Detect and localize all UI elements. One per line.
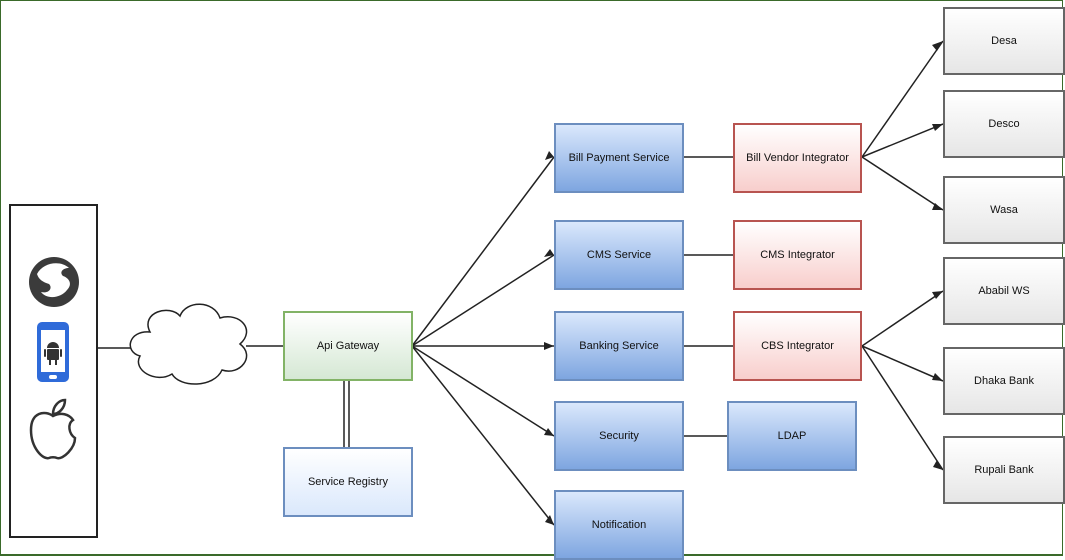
cms-integrator-node: CMS Integrator	[733, 220, 862, 290]
cbs-integrator-label: CBS Integrator	[761, 340, 834, 352]
arrowhead-billpayment	[545, 151, 554, 160]
browser-icon	[29, 257, 79, 307]
banking-service-label: Banking Service	[579, 340, 659, 352]
bill-payment-service-label: Bill Payment Service	[568, 152, 670, 164]
desa-node: Desa	[943, 7, 1065, 75]
edge-cbs-rupali	[861, 345, 944, 471]
edge-billvendor-desco	[861, 123, 944, 158]
wasa-label: Wasa	[990, 204, 1018, 216]
cloud-icon	[129, 303, 248, 385]
arrowhead-wasa	[932, 203, 943, 210]
service-registry-node: Service Registry	[283, 447, 413, 517]
arrowhead-dhaka	[932, 373, 943, 381]
wasa-node: Wasa	[943, 176, 1065, 244]
arrowhead-desco	[932, 124, 943, 131]
edge-cbs-dhaka	[861, 345, 944, 382]
service-registry-label: Service Registry	[307, 476, 389, 488]
desco-node: Desco	[943, 90, 1065, 158]
banking-service-node: Banking Service	[554, 311, 684, 381]
arrowhead-rupali	[933, 460, 943, 470]
ldap-node: LDAP	[727, 401, 857, 471]
edge-billvendor-wasa	[861, 156, 944, 211]
notification-label: Notification	[591, 519, 647, 531]
dhaka-bank-label: Dhaka Bank	[974, 375, 1034, 387]
bill-vendor-integrator-label: Bill Vendor Integrator	[746, 152, 849, 164]
rupali-bank-node: Rupali Bank	[943, 436, 1065, 504]
arrowhead-desa	[932, 41, 943, 51]
dhaka-bank-node: Dhaka Bank	[943, 347, 1065, 415]
apple-icon	[29, 398, 77, 460]
arrowhead-cms	[544, 249, 554, 257]
arrowhead-security	[544, 428, 554, 436]
edge-gateway-notification	[411, 345, 555, 526]
security-label: Security	[599, 430, 639, 442]
edge-gateway-cms	[411, 254, 555, 347]
notification-node: Notification	[554, 490, 684, 560]
ababil-ws-label: Ababil WS	[978, 285, 1030, 297]
api-gateway-label: Api Gateway	[316, 340, 380, 352]
desa-label: Desa	[991, 35, 1017, 47]
edge-cbs-ababil	[861, 290, 944, 347]
arrowhead-notification	[545, 515, 554, 525]
bill-vendor-integrator-node: Bill Vendor Integrator	[733, 123, 862, 193]
cbs-integrator-node: CBS Integrator	[733, 311, 862, 381]
client-panel	[9, 204, 98, 538]
rupali-bank-label: Rupali Bank	[974, 464, 1034, 476]
api-gateway-node: Api Gateway	[283, 311, 413, 381]
edge-billvendor-desa	[861, 40, 944, 158]
desco-label: Desco	[988, 118, 1020, 130]
cms-integrator-label: CMS Integrator	[760, 249, 835, 261]
edge-gateway-billpayment	[411, 156, 555, 347]
edge-gateway-security	[411, 345, 555, 437]
bill-payment-service-node: Bill Payment Service	[554, 123, 684, 193]
ababil-ws-node: Ababil WS	[943, 257, 1065, 325]
arrowhead-banking	[544, 342, 554, 350]
security-node: Security	[554, 401, 684, 471]
cms-service-label: CMS Service	[586, 249, 652, 261]
cms-service-node: CMS Service	[554, 220, 684, 290]
android-phone-icon	[37, 322, 69, 382]
arrowhead-ababil	[932, 291, 943, 299]
ldap-label: LDAP	[777, 430, 807, 442]
